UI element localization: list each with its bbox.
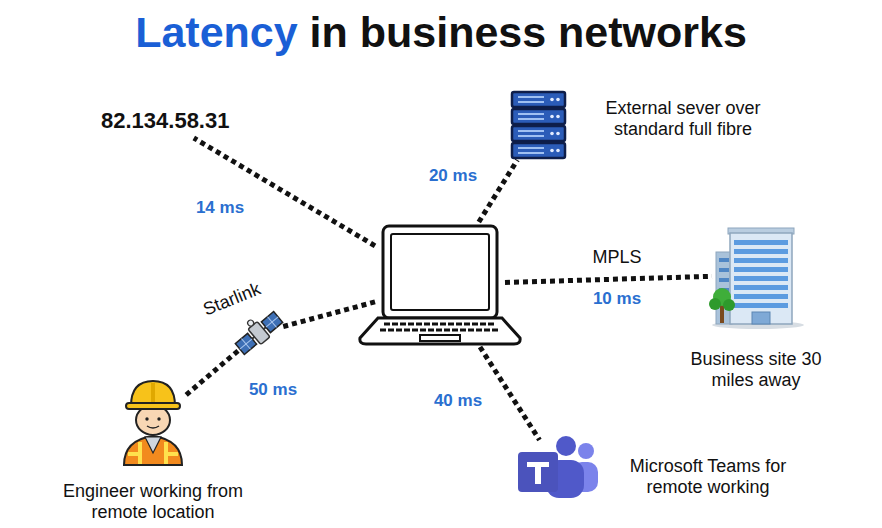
node-label: 82.134.58.31 xyxy=(101,108,229,134)
node-label: External sever over standard full fibre xyxy=(586,98,780,140)
teams-logo-part xyxy=(535,462,541,484)
engineer-icon-part xyxy=(145,437,161,453)
server-icon-part xyxy=(550,132,554,136)
latency-label: 40 ms xyxy=(434,391,482,411)
teams-logo xyxy=(518,436,598,498)
server-icon-part xyxy=(518,118,544,120)
node-label: Engineer working from remote location xyxy=(38,481,268,523)
building-node: Business site 30 miles away xyxy=(712,225,800,325)
satellite-icon-part xyxy=(246,319,254,327)
building-icon-part xyxy=(734,276,788,281)
server-icon-part xyxy=(512,126,565,141)
laptop-icon-part xyxy=(384,323,496,326)
engineer-icon-part xyxy=(164,442,168,464)
building-icon-part xyxy=(719,278,729,282)
building-icon-part xyxy=(709,298,721,310)
server-icon-part xyxy=(518,152,544,154)
building-icon-part xyxy=(734,267,788,272)
server-icon-part xyxy=(556,98,560,102)
building-icon-part xyxy=(730,233,792,324)
engineer-icon-part xyxy=(124,436,182,465)
teams-logo-part xyxy=(578,443,594,459)
engineer-icon-part xyxy=(138,442,142,464)
server-icon-part xyxy=(512,92,565,107)
server-icon-part xyxy=(556,149,560,153)
engineer-node: Engineer working from remote location xyxy=(120,380,186,466)
latency-label: 14 ms xyxy=(196,198,244,218)
server-node: External sever over standard full fibre xyxy=(512,92,565,160)
engineer-icon xyxy=(124,381,182,465)
latency-label: 10 ms xyxy=(593,289,641,309)
building-icon-part xyxy=(719,258,729,262)
laptop-icon-part xyxy=(383,226,497,318)
server-icon-part xyxy=(550,149,554,153)
building-icon-part xyxy=(734,294,788,299)
dotted-link xyxy=(186,351,238,395)
building-icon-part xyxy=(752,312,770,324)
teams-node: Microsoft Teams for remote working xyxy=(518,440,598,498)
satellite-node: Starlink xyxy=(238,312,280,354)
teams-logo-part xyxy=(556,436,576,456)
engineer-icon-part xyxy=(151,383,155,404)
server-icon-part xyxy=(518,113,544,115)
node-label: Business site 30 miles away xyxy=(675,349,837,391)
satellite-icon-part xyxy=(266,317,278,327)
server-icon-part xyxy=(512,109,565,124)
server-icon xyxy=(512,92,565,158)
server-icon-part xyxy=(556,115,560,119)
server-icon-part xyxy=(550,115,554,119)
laptop-icon-part xyxy=(380,329,500,332)
building-icon-part xyxy=(734,285,788,290)
dotted-link xyxy=(280,302,375,328)
server-icon-part xyxy=(550,98,554,102)
server-icon-part xyxy=(518,130,544,132)
building-icon-part xyxy=(734,258,788,263)
title-highlight: Latency xyxy=(135,8,298,56)
building-icon-part xyxy=(734,303,788,308)
satellite-icon-part xyxy=(240,339,252,349)
dotted-link xyxy=(505,276,712,282)
satellite-icon xyxy=(230,305,285,357)
ip-address-node: 82.134.58.31 xyxy=(98,104,232,138)
building-icon-part xyxy=(719,268,729,272)
engineer-icon-part xyxy=(126,403,180,409)
dotted-link xyxy=(479,160,518,222)
laptop-icon-part xyxy=(360,318,520,344)
laptop-node xyxy=(375,222,505,347)
server-icon-part xyxy=(518,147,544,149)
link-type-label: MPLS xyxy=(592,247,641,268)
latency-label: 50 ms xyxy=(249,380,297,400)
node-label: Starlink xyxy=(191,275,273,324)
building-icon-part xyxy=(734,240,788,245)
server-icon-part xyxy=(556,132,560,136)
building-icon-part xyxy=(723,299,735,311)
engineer-icon-part xyxy=(145,417,148,420)
server-icon-part xyxy=(518,135,544,137)
node-label: Microsoft Teams for remote working xyxy=(603,456,813,498)
server-icon-part xyxy=(518,101,544,103)
dotted-link xyxy=(480,347,540,440)
engineer-icon-part xyxy=(147,426,159,428)
teams-logo-part xyxy=(518,452,558,492)
building-icon-part xyxy=(734,249,788,254)
server-icon-part xyxy=(518,96,544,98)
satellite-icon-part xyxy=(241,318,278,349)
laptop-icon-part xyxy=(420,335,460,341)
latency-label: 20 ms xyxy=(429,166,477,186)
engineer-icon-part xyxy=(157,417,160,420)
diagram-title: Latency in business networks xyxy=(0,6,882,58)
laptop-icon-part xyxy=(391,234,489,310)
dotted-link xyxy=(194,138,375,246)
building-icon xyxy=(709,228,804,329)
laptop-icon xyxy=(360,226,520,344)
server-icon-part xyxy=(512,143,565,158)
